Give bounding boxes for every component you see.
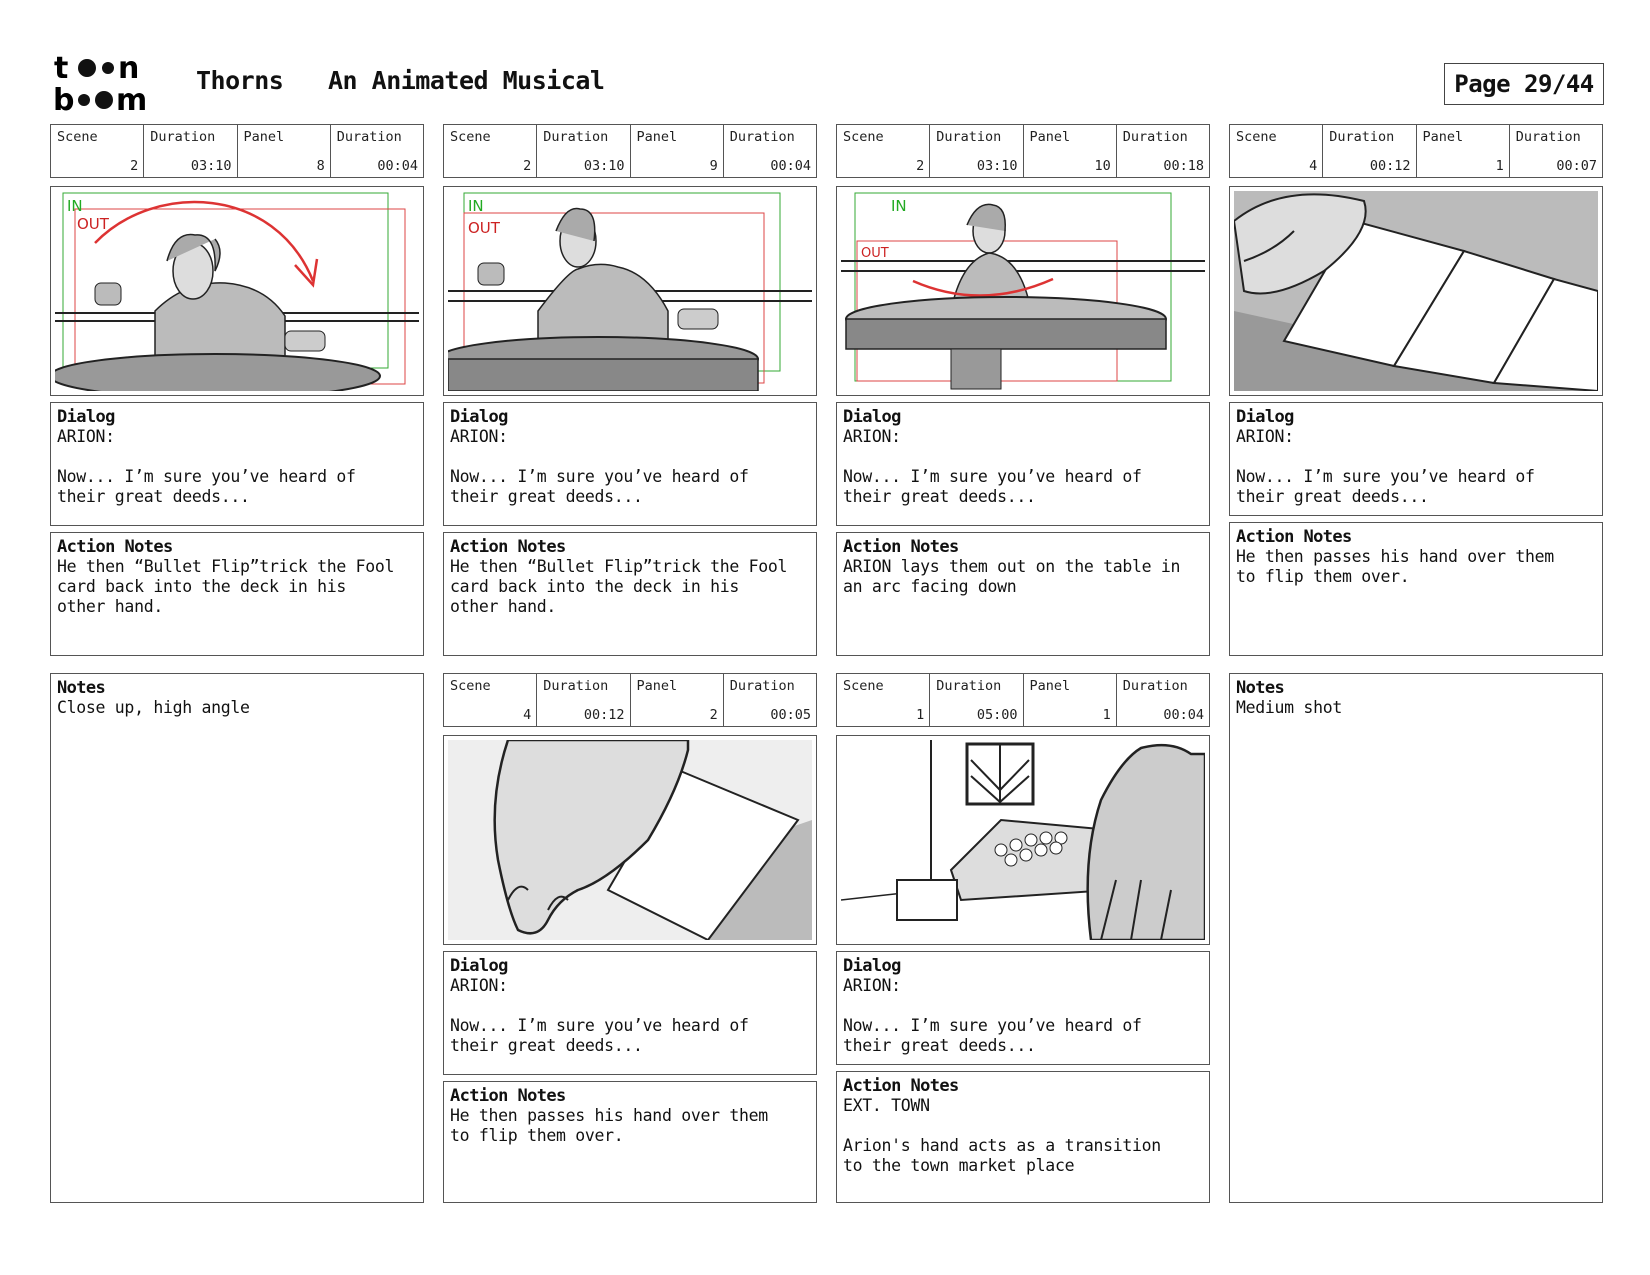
action-notes-box: Action Notes He then “Bullet Flip”trick … [50, 532, 424, 656]
notes-text: Medium shot [1236, 698, 1342, 717]
panel-duration: 00:18 [1163, 158, 1204, 174]
dialog-box: Dialog ARION: Now... I’m sure you’ve hea… [836, 402, 1210, 526]
panel-image[interactable] [836, 735, 1210, 945]
svg-text:IN: IN [468, 197, 484, 215]
dialog-text: ARION: Now... I’m sure you’ve heard of t… [843, 976, 1142, 1055]
scene-number: 4 [1309, 158, 1318, 174]
scene-number: 2 [130, 158, 139, 174]
panel-number: 1 [1102, 707, 1111, 723]
action-notes-text: EXT. TOWN Arion's hand acts as a transit… [843, 1096, 1161, 1175]
scene-duration: 03:10 [583, 158, 625, 174]
action-notes-text: He then passes his hand over them to fli… [1236, 547, 1554, 586]
dialog-text: ARION: Now... I’m sure you’ve heard of t… [843, 427, 1142, 506]
dialog-text: ARION: Now... I’m sure you’ve heard of t… [57, 427, 356, 506]
action-notes-text: He then “Bullet Flip”trick the Fool card… [450, 557, 788, 616]
panel-duration: 00:04 [1163, 707, 1204, 723]
panel-image[interactable]: IN OUT [443, 186, 817, 396]
panel-number: 8 [316, 158, 325, 174]
svg-text:OUT: OUT [468, 219, 501, 237]
dialog-text: ARION: Now... I’m sure you’ve heard of t… [450, 976, 749, 1055]
svg-text:b: b [54, 83, 74, 114]
dialog-text: ARION: Now... I’m sure you’ve heard of t… [1236, 427, 1535, 506]
action-notes-text: He then “Bullet Flip”trick the Fool card… [57, 557, 395, 616]
svg-text:t: t [54, 52, 68, 86]
show-title: Thorns [196, 66, 284, 95]
scene-duration: 05:00 [976, 707, 1018, 723]
svg-text:IN: IN [891, 197, 907, 215]
dialog-box: Dialog ARION: Now... I’m sure you’ve hea… [836, 951, 1210, 1065]
panel-duration: 00:05 [770, 707, 811, 723]
scene-duration: 03:10 [976, 158, 1018, 174]
dialog-box: Dialog ARION: Now... I’m sure you’ve hea… [443, 951, 817, 1075]
notes-box: Notes Medium shot [1229, 673, 1603, 1203]
svg-text:OUT: OUT [861, 246, 889, 261]
scene-number: 2 [916, 158, 925, 174]
svg-text:IN: IN [67, 197, 83, 215]
scene-number: 2 [523, 158, 532, 174]
notes-text: Close up, high angle [57, 698, 250, 717]
dialog-text: ARION: Now... I’m sure you’ve heard of t… [450, 427, 749, 506]
toonboom-logo: t n b m [53, 51, 174, 118]
scene-duration: 00:12 [583, 707, 625, 723]
scene-number: 4 [523, 707, 532, 723]
panel-number: 9 [709, 158, 718, 174]
svg-text:m: m [116, 83, 147, 114]
panel-duration: 00:07 [1556, 158, 1597, 174]
show-subtitle: An Animated Musical [328, 66, 605, 95]
action-notes-box: Action Notes He then passes his hand ove… [443, 1081, 817, 1203]
scene-duration: 03:10 [190, 158, 232, 174]
dialog-box: Dialog ARION: Now... I’m sure you’ve hea… [50, 402, 424, 526]
panel-duration: 00:04 [770, 158, 811, 174]
dialog-box: Dialog ARION: Now... I’m sure you’ve hea… [1229, 402, 1603, 516]
action-notes-text: He then passes his hand over them to fli… [450, 1106, 768, 1145]
action-notes-box: Action Notes He then “Bullet Flip”trick … [443, 532, 817, 656]
panel-number: 1 [1495, 158, 1504, 174]
action-notes-box: Action Notes ARION lays them out on the … [836, 532, 1210, 656]
notes-box: Notes Close up, high angle [50, 673, 424, 1203]
action-notes-box: Action Notes He then passes his hand ove… [1229, 522, 1603, 656]
svg-text:OUT: OUT [77, 215, 110, 233]
svg-text:n: n [118, 52, 139, 86]
panel-image[interactable] [1229, 186, 1603, 396]
action-notes-box: Action Notes EXT. TOWN Arion's hand acts… [836, 1071, 1210, 1203]
panel-duration: 00:04 [377, 158, 418, 174]
panel-image[interactable] [443, 735, 817, 945]
scene-number: 1 [916, 707, 925, 723]
panel-image[interactable]: IN OUT [50, 186, 424, 396]
panel-number: 10 [1094, 158, 1111, 174]
panel-image[interactable]: IN OUT [836, 186, 1210, 396]
page-indicator: Page 29/44 [1444, 63, 1604, 105]
action-notes-text: ARION lays them out on the table in an a… [843, 557, 1181, 596]
panel-number: 2 [709, 707, 718, 723]
dialog-box: Dialog ARION: Now... I’m sure you’ve hea… [443, 402, 817, 526]
scene-duration: 00:12 [1369, 158, 1411, 174]
